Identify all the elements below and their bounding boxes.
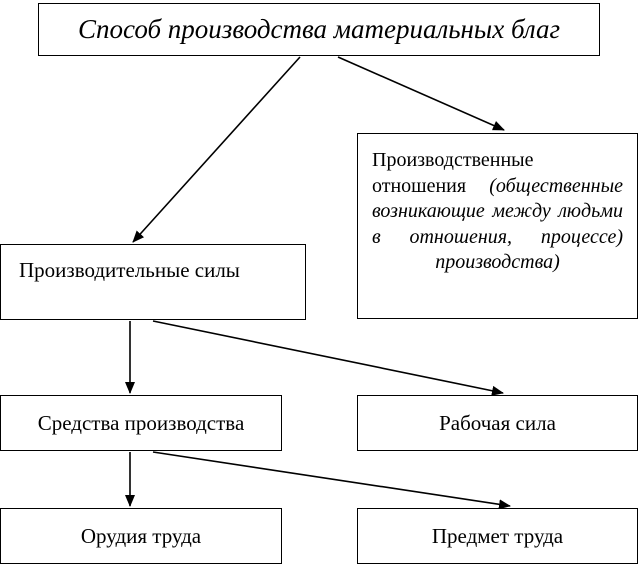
box-labor-force-label: Рабочая сила — [439, 410, 556, 435]
box-mode-of-production: Способ производства материальных благ — [38, 3, 600, 56]
arrow-forces-to-labor — [152, 320, 504, 396]
box-tools-of-labor-label: Орудия труда — [80, 523, 202, 548]
box-production-relations-note: (общественные возникающие между людьми в… — [372, 174, 623, 274]
box-subject-of-labor: Предмет труда — [357, 508, 638, 564]
box-subject-of-labor-label: Предмет труда — [431, 523, 564, 548]
arrow-title-to-relations — [337, 56, 505, 131]
box-production-relations-label: Производственные отношения — [372, 149, 534, 197]
box-mode-of-production-label: Способ производства материальных благ — [78, 13, 560, 44]
box-productive-forces: Производительные силы — [0, 244, 306, 320]
box-production-relations: Производственные отношения (общественные… — [357, 133, 638, 319]
arrow-means-to-subject — [152, 451, 511, 510]
box-tools-of-labor: Орудия труда — [0, 508, 282, 564]
box-productive-forces-label: Производительные силы — [19, 258, 240, 282]
arrow-title-to-forces — [132, 56, 301, 243]
box-means-of-production-label: Средства производства — [37, 410, 245, 435]
box-means-of-production: Средства производства — [0, 395, 282, 451]
box-labor-force: Рабочая сила — [357, 395, 638, 451]
